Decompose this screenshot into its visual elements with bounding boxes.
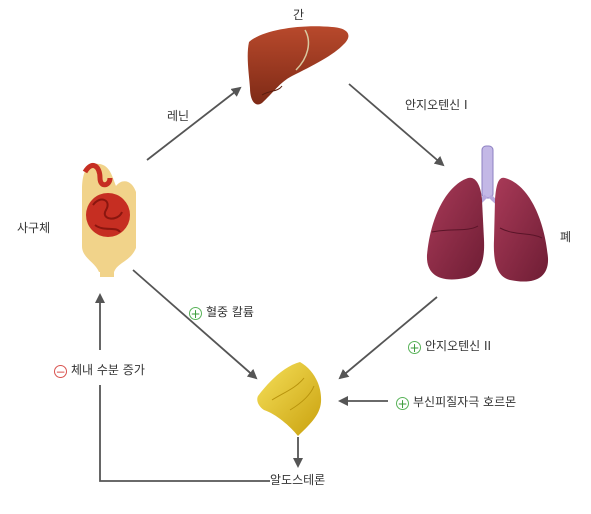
plus-icon: +: [408, 341, 421, 355]
arrow-lung-to-adrenal: [338, 296, 438, 380]
acth-text: 부신피질자극 호르몬: [413, 395, 517, 409]
adrenal-gland-image: [257, 362, 322, 436]
minus-icon: −: [54, 365, 67, 379]
aldosterone-label: 알도스테론: [270, 473, 326, 487]
renin-label: 레닌: [167, 109, 190, 123]
potassium-label: + 혈중 칼륨: [189, 303, 254, 320]
liver-label: 간: [293, 8, 305, 22]
arrow-feedback-path: [99, 385, 270, 482]
lungs-image: [426, 145, 549, 282]
lung-label: 폐: [560, 230, 572, 244]
angiotensin-2-text: 안지오텐신 II: [425, 339, 492, 353]
water-increase-label: −체내 수분 증가: [54, 361, 145, 378]
arrow-kidney-to-liver: [146, 86, 242, 161]
plus-icon: +: [396, 397, 409, 411]
water-increase-text: 체내 수분 증가: [71, 363, 145, 377]
glomerulus-image: [82, 163, 136, 277]
plus-icon: +: [189, 307, 202, 321]
potassium-text: 혈중 칼륨: [206, 305, 254, 319]
glomerulus-label: 사구체: [17, 221, 51, 235]
angiotensin-2-label: + 안지오텐신 II: [408, 337, 491, 354]
arrow-liver-to-lung: [348, 83, 445, 167]
arrow-kidney-to-adrenal: [132, 269, 258, 380]
liver-image: [247, 26, 349, 105]
angiotensin-1-label: 안지오텐신 I: [405, 98, 468, 112]
acth-label: + 부신피질자극 호르몬: [396, 393, 516, 410]
